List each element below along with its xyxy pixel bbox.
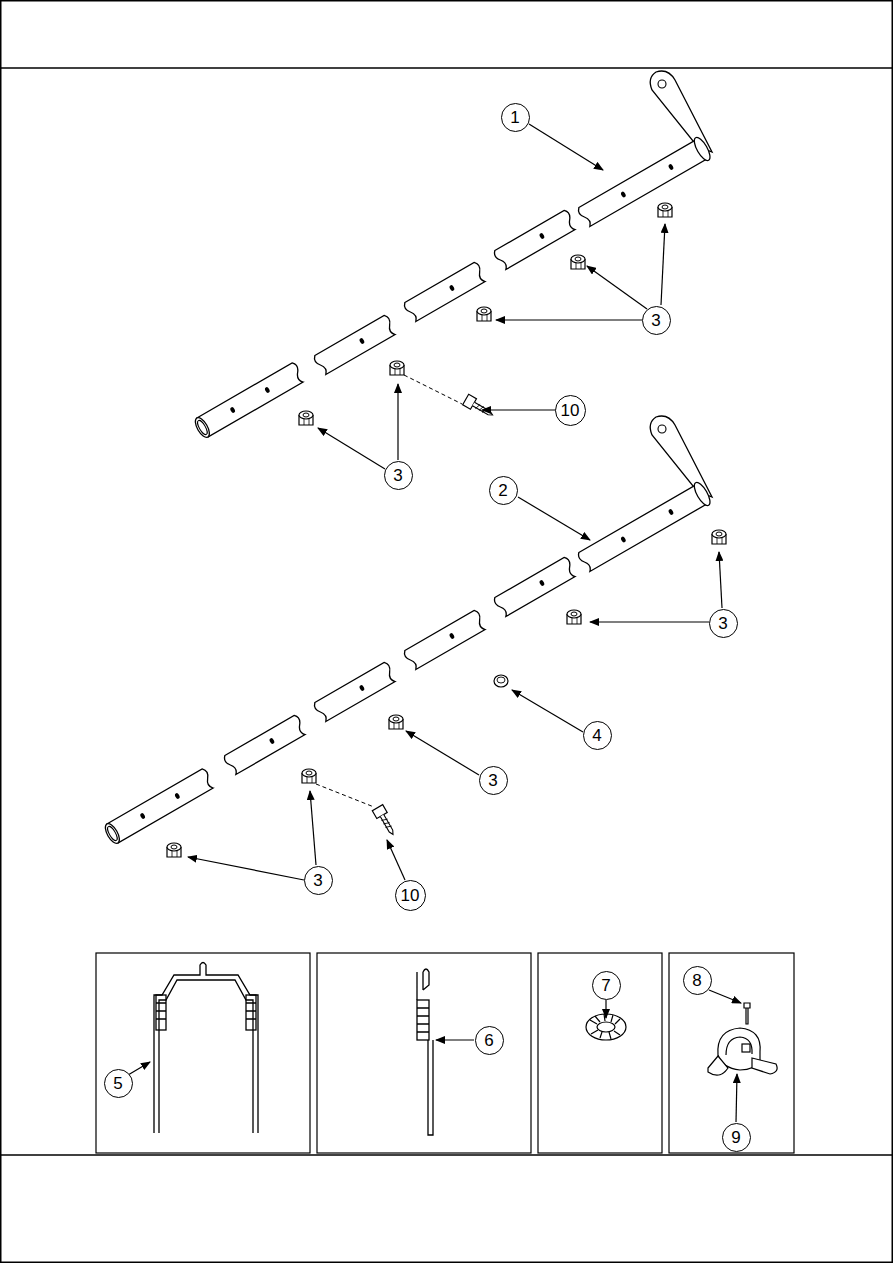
callout-number: 2	[489, 476, 518, 505]
callout-number: 8	[683, 966, 712, 995]
callout-number: 10	[555, 395, 586, 426]
callout-number: 1	[501, 103, 530, 132]
callout-number: 3	[642, 306, 671, 335]
callout-number: 5	[104, 1069, 133, 1098]
callout-number: 4	[583, 721, 612, 750]
callout-text: 3	[488, 772, 497, 789]
callout-number: 3	[384, 461, 413, 490]
callout-number: 10	[395, 880, 426, 911]
callout-text: 3	[651, 312, 660, 329]
callout-number: 6	[475, 1026, 504, 1055]
callout-text: 3	[393, 467, 402, 484]
callout-text: 7	[601, 977, 610, 994]
callout-text: 5	[113, 1075, 122, 1092]
callout-text: 8	[692, 972, 701, 989]
callout-text: 6	[484, 1032, 493, 1049]
callout-text: 10	[561, 402, 580, 419]
callout-text: 10	[401, 887, 420, 904]
callout-number: 3	[304, 866, 333, 895]
callout-text: 4	[592, 727, 601, 744]
callout-number: 9	[722, 1123, 751, 1152]
callout-text: 3	[718, 615, 727, 632]
callout-text: 2	[498, 482, 507, 499]
callout-text: 3	[313, 872, 322, 889]
callout-number: 3	[479, 766, 508, 795]
callout-number: 3	[709, 609, 738, 638]
callout-number: 7	[592, 971, 621, 1000]
callout-text: 9	[731, 1129, 740, 1146]
callout-text: 1	[510, 109, 519, 126]
